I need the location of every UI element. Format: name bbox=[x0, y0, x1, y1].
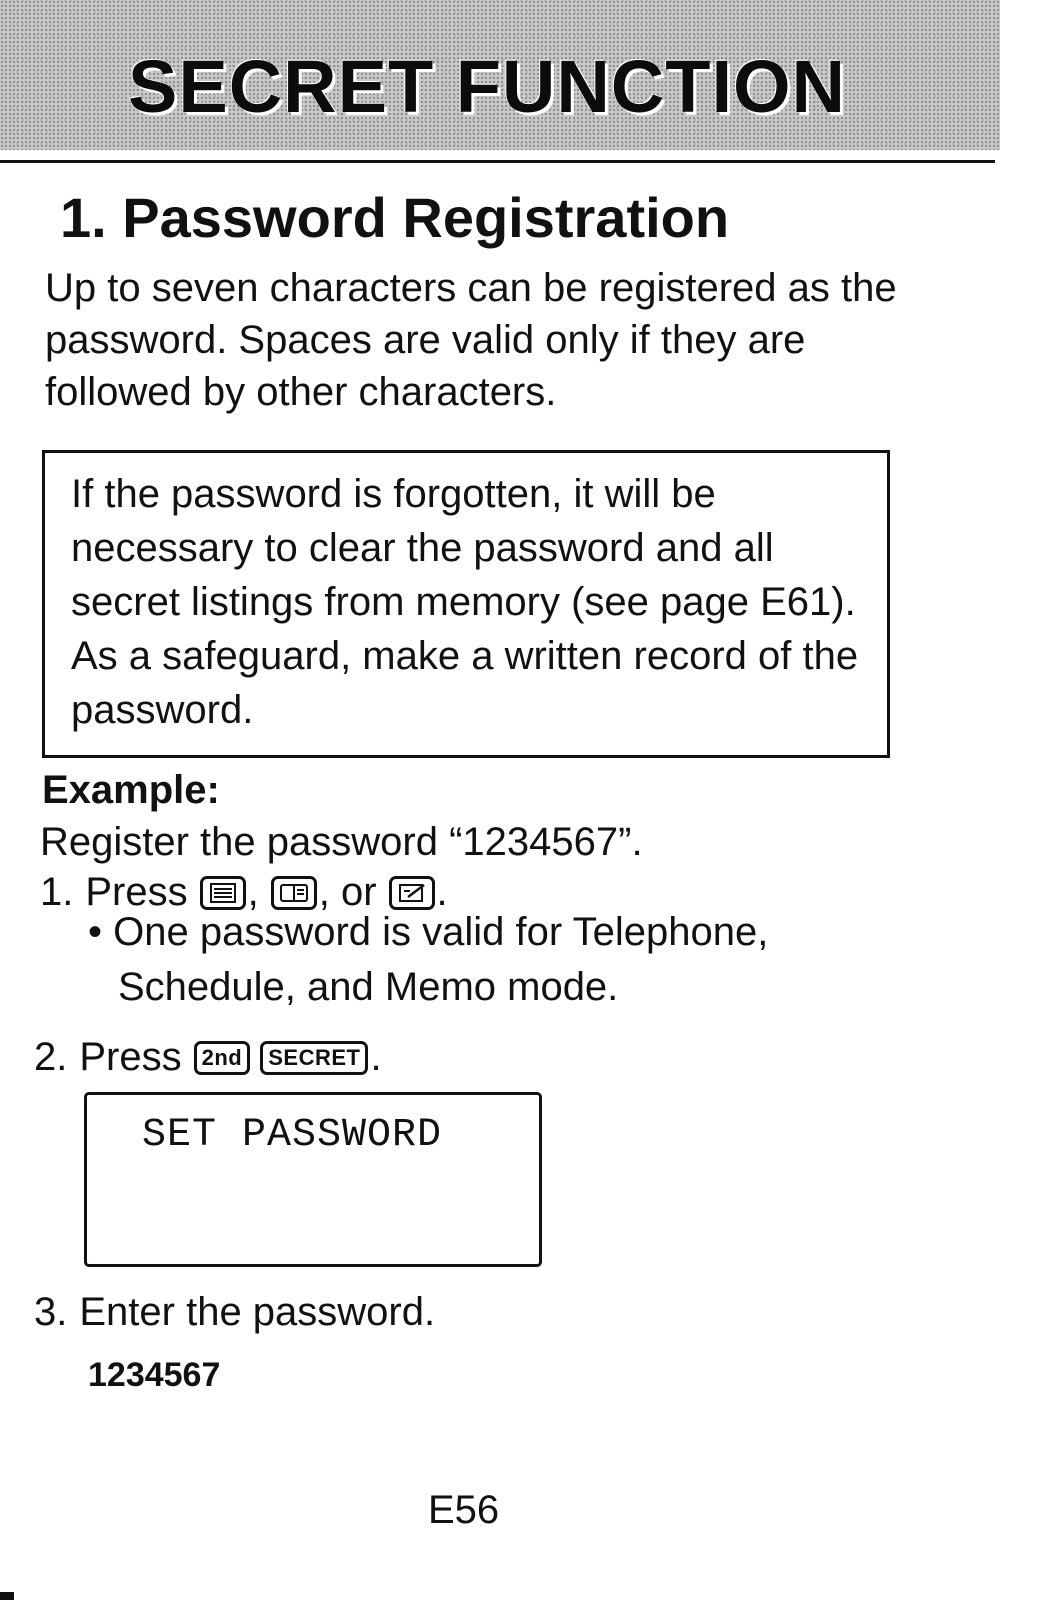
password-entry: 1234567 bbox=[88, 1356, 221, 1394]
step-3-text: Enter the password. bbox=[79, 1290, 436, 1334]
step-3: 3. Enter the password. bbox=[34, 1290, 435, 1335]
step-3-number: 3. bbox=[34, 1290, 68, 1334]
example-text: Register the password “1234567”. bbox=[40, 820, 643, 864]
step-2-number: 2. bbox=[34, 1035, 68, 1079]
step-1: 1. Press , , or . bbox=[40, 870, 448, 915]
2nd-key: 2nd bbox=[193, 1040, 251, 1075]
step-2: 2. Press 2nd SECRET . bbox=[34, 1035, 382, 1080]
header-band bbox=[0, 0, 1000, 150]
step-2-prefix: Press bbox=[79, 1035, 182, 1079]
memo-key-icon bbox=[388, 875, 435, 910]
note-text: If the password is forgotten, it will be… bbox=[71, 472, 859, 732]
section-heading: 1. Password Registration bbox=[60, 186, 730, 249]
schedule-key-icon bbox=[270, 875, 317, 910]
step-1-prefix: Press bbox=[85, 870, 188, 914]
step-1-suffix: . bbox=[436, 870, 448, 914]
lcd-line-1: SET PASSWORD bbox=[142, 1113, 443, 1158]
step-2-suffix: . bbox=[370, 1035, 382, 1079]
example-label: Example: bbox=[42, 768, 220, 812]
telephone-key-icon bbox=[199, 875, 246, 910]
header-rule bbox=[0, 160, 995, 163]
edge-mark bbox=[0, 1592, 14, 1600]
step-1-bullet: • One password is valid for Telephone, S… bbox=[88, 910, 769, 1009]
step-1-separator-2: , or bbox=[318, 870, 377, 914]
header-title: SECRET FUNCTION bbox=[128, 45, 846, 128]
lcd-display: SET PASSWORD bbox=[84, 1092, 542, 1267]
intro-paragraph: Up to seven characters can be registered… bbox=[45, 266, 897, 414]
step-1-separator-1: , bbox=[247, 870, 259, 914]
step-1-number: 1. bbox=[40, 870, 74, 914]
secret-key: SECRET bbox=[260, 1040, 369, 1075]
note-box: If the password is forgotten, it will be… bbox=[42, 450, 890, 758]
page-number: E56 bbox=[428, 1488, 500, 1532]
